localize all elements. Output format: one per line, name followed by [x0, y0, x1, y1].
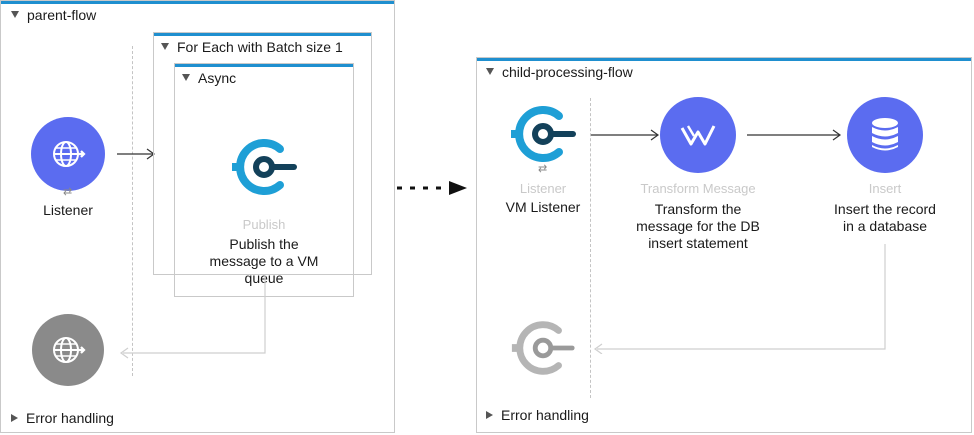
publish-label-line: message to a VM — [209, 253, 319, 269]
exchange-arrows-icon: ⇄ — [63, 186, 73, 198]
insert-label: Insert the record in a database — [800, 201, 970, 235]
error-handling-toggle[interactable]: Error handling — [11, 410, 114, 426]
flow-header[interactable]: parent-flow — [11, 7, 96, 23]
listener-component[interactable] — [31, 117, 105, 191]
insert-label-line: in a database — [842, 218, 928, 234]
transform-label-line: message for the DB — [636, 218, 760, 234]
error-handling-label: Error handling — [26, 410, 114, 426]
flow-title: child-processing-flow — [502, 64, 633, 80]
transform-title: Transform Message — [640, 181, 756, 196]
transform-message-component[interactable] — [660, 97, 736, 173]
publish-label: Publish the message to a VM queue — [175, 236, 353, 287]
insert-component[interactable] — [847, 97, 923, 173]
flow-title: parent-flow — [27, 7, 97, 23]
expand-triangle-icon[interactable] — [11, 414, 18, 422]
connector-arrow — [117, 148, 156, 160]
transform-label-line: insert statement — [648, 235, 748, 251]
vm-connector-icon[interactable] — [228, 131, 300, 203]
database-icon — [872, 118, 898, 151]
expand-triangle-icon[interactable] — [486, 411, 493, 419]
panel-top-accent — [1, 1, 394, 4]
collapse-triangle-icon[interactable] — [11, 11, 19, 18]
publish-label-line: queue — [244, 270, 284, 286]
exchange-arrows-icon: ⇄ — [538, 163, 548, 175]
transform-label: Transform the message for the DB insert … — [608, 201, 788, 252]
error-return-line — [119, 275, 266, 359]
vm-connector-icon[interactable] — [507, 98, 579, 170]
listener-label: Listener — [43, 202, 93, 218]
error-listener-component[interactable] — [32, 314, 104, 386]
collapse-triangle-icon[interactable] — [161, 43, 169, 50]
foreach-scope[interactable]: For Each with Batch size 1 Async Publish… — [153, 32, 372, 297]
collapse-triangle-icon[interactable] — [182, 74, 190, 81]
error-handling-toggle[interactable]: Error handling — [486, 407, 589, 423]
flow-lane-divider — [132, 46, 133, 376]
connector-arrow — [747, 129, 842, 141]
scope-header[interactable]: For Each with Batch size 1 — [161, 39, 343, 55]
publish-label-line: Publish the — [229, 236, 299, 252]
vm-connector-icon[interactable] — [508, 313, 578, 383]
vm-listener-label: VM Listener — [505, 199, 581, 215]
flow-link-arrow — [397, 181, 467, 195]
insert-title: Insert — [868, 181, 902, 196]
error-handling-label: Error handling — [501, 407, 589, 423]
child-processing-flow-panel: child-processing-flow ⇄ Listener VM List… — [476, 57, 972, 433]
connector-arrow — [591, 129, 660, 141]
globe-icon — [53, 337, 86, 363]
transform-label-line: Transform the — [654, 201, 742, 217]
async-title: Async — [198, 70, 237, 86]
collapse-triangle-icon[interactable] — [486, 68, 494, 75]
vm-listener-title: Listener — [519, 181, 567, 196]
panel-top-accent — [477, 58, 971, 61]
scope-top-accent — [175, 64, 353, 67]
insert-label-line: Insert the record — [834, 201, 936, 217]
transform-icon — [680, 125, 716, 146]
publish-title: Publish — [242, 217, 286, 232]
parent-flow-panel: parent-flow ⇄ Listener For Each with Bat… — [0, 0, 395, 433]
globe-icon — [53, 141, 86, 167]
error-return-line — [593, 244, 886, 354]
flow-header[interactable]: child-processing-flow — [486, 64, 633, 80]
foreach-title: For Each with Batch size 1 — [177, 39, 343, 55]
async-scope[interactable]: Async Publish Publish the message to a V… — [174, 63, 354, 297]
flow-lane-divider — [590, 98, 591, 398]
scope-top-accent — [154, 33, 371, 36]
scope-header[interactable]: Async — [182, 70, 236, 86]
